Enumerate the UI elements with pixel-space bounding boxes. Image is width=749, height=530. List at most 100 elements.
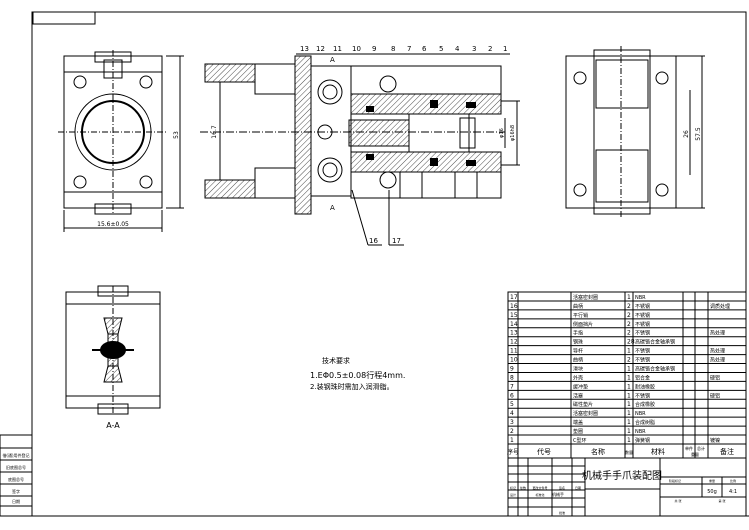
front-view: 15.6±0.05 53 bbox=[58, 50, 184, 232]
cell-qty: 1 bbox=[627, 410, 631, 417]
cell-no: 3 bbox=[510, 419, 514, 426]
svg-text:10: 10 bbox=[352, 45, 361, 53]
cell-remark: 硬铝 bbox=[710, 392, 720, 399]
svg-text:签名: 签名 bbox=[559, 485, 565, 490]
svg-text:12: 12 bbox=[316, 45, 325, 53]
cell-name: 手指 bbox=[573, 330, 583, 337]
svg-text:2: 2 bbox=[488, 45, 492, 53]
strip-label: 签字 bbox=[12, 488, 20, 494]
svg-text:共 张: 共 张 bbox=[675, 498, 682, 503]
sheet-code-box bbox=[32, 11, 96, 25]
cell-name: C型环 bbox=[573, 437, 587, 444]
cell-material: NBR bbox=[635, 429, 646, 435]
cell-no: 10 bbox=[510, 357, 518, 364]
cell-qty: 1 bbox=[627, 365, 631, 372]
cell-qty: 1 bbox=[627, 383, 631, 390]
cell-no: 14 bbox=[510, 321, 518, 328]
svg-text:5: 5 bbox=[439, 45, 443, 53]
cell-name: 活塞 bbox=[573, 392, 583, 399]
svg-text:批准: 批准 bbox=[559, 510, 565, 515]
cell-material: 弹簧钢 bbox=[635, 437, 650, 444]
svg-text:第 张: 第 张 bbox=[719, 498, 726, 503]
side-strip: 借(通)用件登记 旧底图总号 底图总号 签字 日期 bbox=[0, 434, 33, 517]
cell-material: 不锈钢 bbox=[635, 357, 650, 364]
cell-name: 侧面挡片 bbox=[573, 321, 593, 328]
header-name: 名称 bbox=[591, 447, 605, 456]
cell-qty: 1 bbox=[627, 401, 631, 408]
strip-label: 旧底图总号 bbox=[6, 464, 26, 470]
cell-material: 不锈钢 bbox=[635, 330, 650, 337]
drawing-title: 机械手手爪装配图 bbox=[582, 469, 662, 482]
cell-name: 活塞密封圈 bbox=[573, 410, 598, 417]
dimension-label: 53 bbox=[173, 131, 180, 139]
cell-material: 不锈钢 bbox=[635, 312, 650, 319]
main-section-view: 16.7 φ16 φ16h8 A A 13 12 11 10 9 8 7 6 5… bbox=[200, 45, 520, 246]
header-total: 总计 bbox=[697, 445, 705, 451]
header-material: 材料 bbox=[651, 447, 665, 456]
tech-notes: 技术要求 1.EΦ0.5±0.08行程4mm. 2.装钢珠时需加入润滑脂。 bbox=[310, 356, 405, 391]
svg-text:8: 8 bbox=[391, 45, 395, 53]
dimension-label: 26 bbox=[683, 130, 690, 138]
svg-text:标准化: 标准化 bbox=[535, 492, 544, 497]
cell-no: 8 bbox=[510, 374, 514, 381]
right-view: 26 57.5 bbox=[565, 46, 705, 218]
cell-no: 12 bbox=[510, 339, 518, 346]
svg-text:13: 13 bbox=[300, 45, 309, 53]
cell-no: 6 bbox=[510, 392, 514, 399]
cell-qty: 1 bbox=[627, 428, 631, 435]
cell-qty: 1 bbox=[627, 419, 631, 426]
cell-remark: 硬铝 bbox=[710, 374, 720, 381]
weight-value: 50g bbox=[707, 489, 717, 495]
cell-qty: 1 bbox=[627, 437, 631, 444]
cell-name: 导杆 bbox=[573, 348, 583, 355]
cell-material: 耐油橡胶 bbox=[635, 383, 655, 390]
cell-no: 16 bbox=[510, 303, 518, 310]
section-title: A-A bbox=[106, 421, 120, 430]
cell-name: 磁性垫片 bbox=[573, 401, 593, 408]
header-unit: 单件 bbox=[685, 445, 693, 451]
cell-no: 4 bbox=[510, 410, 514, 417]
cell-qty: 1 bbox=[627, 294, 631, 301]
cell-material: 不锈钢 bbox=[635, 303, 650, 310]
svg-text:16: 16 bbox=[369, 237, 378, 245]
cell-name: 曲柄 bbox=[573, 357, 583, 364]
cell-qty: 1 bbox=[627, 392, 631, 399]
cell-name: 缓冲垫 bbox=[573, 383, 588, 390]
svg-text:6: 6 bbox=[422, 45, 427, 53]
strip-label: 借(通)用件登记 bbox=[2, 452, 29, 458]
cell-material: 合成橡胶 bbox=[635, 401, 655, 408]
svg-text:11: 11 bbox=[333, 45, 342, 53]
cell-no: 17 bbox=[510, 294, 518, 301]
tech-note-line: 1.EΦ0.5±0.08行程4mm. bbox=[310, 370, 405, 380]
header-no: 序号 bbox=[507, 448, 519, 456]
dimension-label: φ16 bbox=[499, 128, 505, 138]
header-qty: 数量 bbox=[625, 449, 633, 455]
cell-no: 13 bbox=[510, 330, 518, 337]
svg-text:17: 17 bbox=[392, 237, 401, 245]
svg-text:比例: 比例 bbox=[730, 478, 736, 483]
cell-no: 2 bbox=[510, 428, 514, 435]
cell-remark: 热处理 bbox=[710, 348, 725, 355]
tech-note-line: 2.装钢珠时需加入润滑脂。 bbox=[310, 382, 394, 391]
cell-name: 曲柄 bbox=[573, 303, 583, 310]
cell-no: 7 bbox=[510, 383, 514, 390]
cell-remark: 镀镍 bbox=[710, 437, 720, 444]
cell-remark: 热处理 bbox=[710, 357, 725, 364]
header-remark: 备注 bbox=[720, 447, 734, 456]
dimension-label: 16.7 bbox=[211, 125, 218, 139]
cell-no: 9 bbox=[510, 365, 514, 372]
scale-value: 4:1 bbox=[729, 489, 737, 495]
